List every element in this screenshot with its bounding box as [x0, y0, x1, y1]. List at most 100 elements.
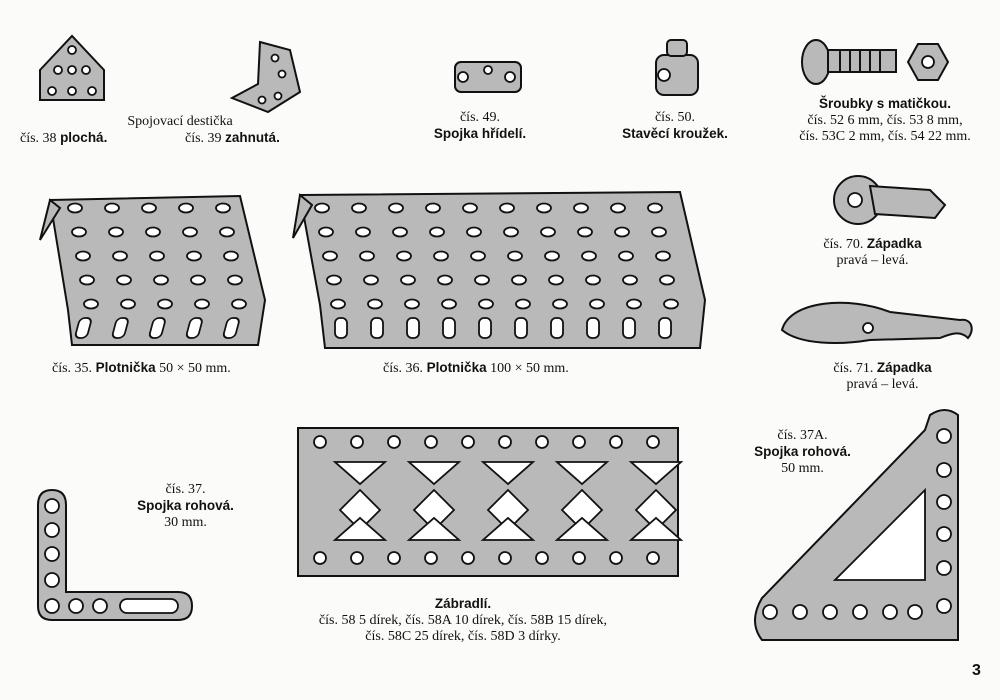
- hole: [554, 516, 610, 541]
- collar-50-illustration: [655, 39, 699, 96]
- hole: [433, 250, 449, 262]
- hole: [406, 516, 462, 541]
- plate-38-number: čís. 38: [20, 131, 57, 146]
- hole: [550, 317, 564, 339]
- hole: [572, 435, 586, 449]
- corner-37a-number: čís. 37A.: [777, 428, 828, 443]
- bolts-line-2: čís. 53C 2 mm, čís. 54 22 mm.: [799, 129, 971, 144]
- plate-38-name: plochá.: [60, 130, 108, 145]
- corner-37-caption: čís. 37.Spojka rohová. 30 mm.: [118, 482, 253, 531]
- hole: [628, 516, 684, 541]
- plate-36-number: čís. 36.: [383, 361, 424, 376]
- hole: [478, 317, 492, 339]
- hole: [318, 226, 334, 238]
- hole: [626, 298, 642, 310]
- plate-35-illustration: [39, 194, 267, 346]
- plate-36-caption: čís. 36. Plotnička 100 × 50 mm.: [383, 360, 569, 377]
- pawl-70-name: Západka: [866, 236, 922, 251]
- page-number: 3: [972, 662, 981, 679]
- hole: [792, 604, 808, 620]
- plate-36-illustration: [292, 190, 707, 349]
- hole: [429, 226, 445, 238]
- hole: [609, 551, 623, 565]
- hole: [222, 317, 240, 339]
- hole: [392, 226, 408, 238]
- hole: [326, 274, 342, 286]
- hole: [498, 435, 512, 449]
- hole: [178, 202, 194, 214]
- hole: [577, 226, 593, 238]
- hole: [157, 298, 173, 310]
- hole: [185, 317, 203, 339]
- collar-number: čís. 50.: [654, 110, 696, 125]
- hole: [535, 435, 549, 449]
- pawl-71-variant: pravá – levá.: [846, 377, 919, 392]
- hole: [75, 250, 91, 262]
- plate-35-name: Plotnička: [95, 360, 156, 375]
- hole: [536, 202, 552, 214]
- bolt-and-nut-illustration: [801, 39, 950, 85]
- corner-37a-name: Spojka rohová.: [754, 444, 851, 459]
- hole: [535, 551, 549, 565]
- hole: [404, 298, 420, 310]
- hole: [111, 317, 129, 339]
- plate-35-caption: čís. 35. Plotnička 50 × 50 mm.: [52, 360, 231, 377]
- hole: [332, 461, 388, 486]
- hole: [83, 298, 99, 310]
- hole: [852, 604, 868, 620]
- pawl-71-name: Západka: [876, 360, 932, 375]
- hole: [659, 274, 675, 286]
- railing-caption: Zábradlí.čís. 58 5 dírek, čís. 58A 10 dí…: [263, 596, 663, 645]
- hole: [424, 435, 438, 449]
- hole: [936, 598, 952, 614]
- shaft-coupling-49-illustration: [454, 61, 522, 93]
- hole: [507, 250, 523, 262]
- plate-39-name: zahnutá.: [225, 130, 280, 145]
- hole: [104, 202, 120, 214]
- hole: [651, 226, 667, 238]
- plate-38-caption: čís. 38 plochá.: [20, 130, 107, 147]
- hole: [655, 250, 671, 262]
- hole: [387, 551, 401, 565]
- hole: [424, 551, 438, 565]
- hole: [437, 274, 453, 286]
- hole: [461, 551, 475, 565]
- pawl-70-variant: pravá – levá.: [836, 253, 909, 268]
- hole: [71, 226, 87, 238]
- hole: [330, 298, 346, 310]
- hole: [350, 551, 364, 565]
- hole: [388, 202, 404, 214]
- corner-37-name: Spojka rohová.: [137, 498, 234, 513]
- hole: [363, 274, 379, 286]
- plate-36-size: 100 × 50 mm.: [490, 361, 569, 376]
- corner-37-size: 30 mm.: [164, 515, 207, 530]
- hole: [112, 250, 128, 262]
- hole: [503, 226, 519, 238]
- hole: [499, 202, 515, 214]
- hole: [190, 274, 206, 286]
- corner-37-number: čís. 37.: [165, 482, 206, 497]
- pawl-70-illustration: [833, 175, 947, 225]
- hole: [614, 226, 630, 238]
- railing-line-1: čís. 58 5 dírek, čís. 58A 10 dírek, čís.…: [318, 613, 608, 628]
- hole: [609, 435, 623, 449]
- railing-58-illustration: [297, 427, 684, 577]
- collar-name: Stavěcí kroužek.: [622, 126, 728, 141]
- hole: [120, 298, 136, 310]
- hole: [194, 298, 210, 310]
- hole: [470, 250, 486, 262]
- flat-plate-38-illustration: [39, 34, 105, 101]
- hole: [219, 226, 235, 238]
- hole: [936, 526, 952, 542]
- hole: [462, 202, 478, 214]
- hole: [936, 428, 952, 444]
- hole: [936, 494, 952, 510]
- bolts-caption: Šroubky s matičkou.čís. 52 6 mm, čís. 53…: [785, 96, 985, 145]
- hole: [466, 226, 482, 238]
- hole: [231, 298, 247, 310]
- hole: [406, 461, 462, 486]
- hole: [355, 226, 371, 238]
- hole: [480, 461, 536, 486]
